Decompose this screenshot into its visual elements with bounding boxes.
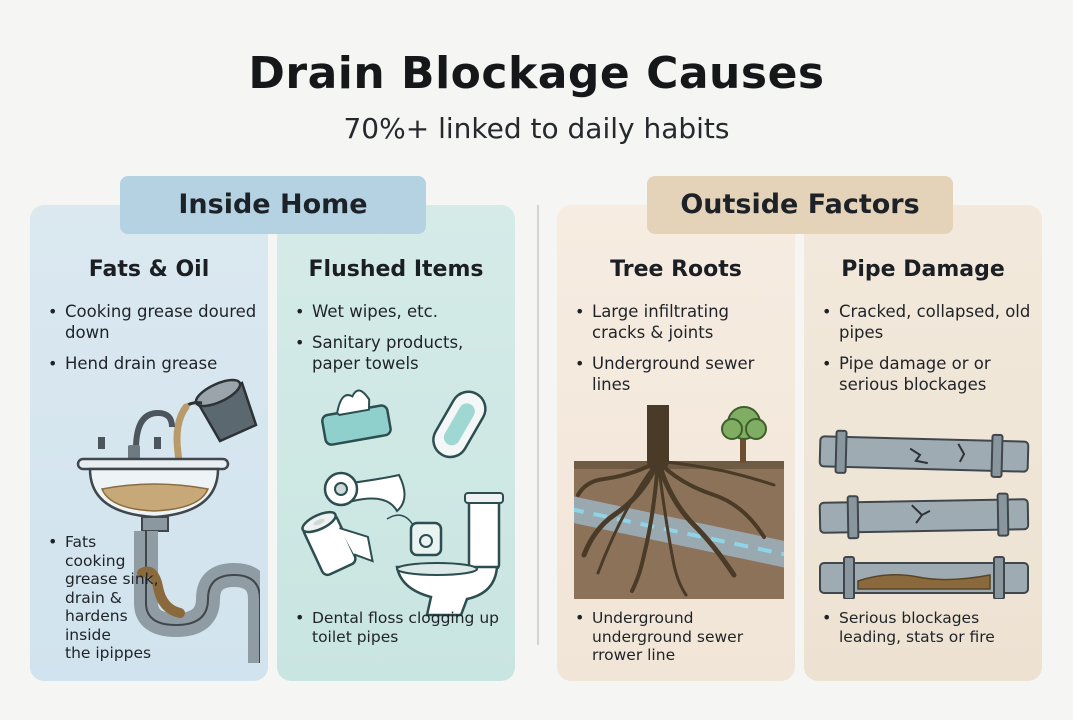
flushed-bottom-bullet-list: Dental floss clogging up toilet pipes bbox=[295, 609, 505, 656]
pipe-bottom-bullet: Serious blockages leading, stats or fire bbox=[822, 609, 1032, 646]
roots-bullet: Large infiltrating cracks & joints bbox=[575, 301, 785, 343]
fats-bottom-bullet: Fats cooking grease sink, drain & harden… bbox=[48, 533, 160, 663]
fats-bullet: Cooking grease doured down bbox=[48, 301, 258, 343]
flushed-bottom-bullet: Dental floss clogging up toilet pipes bbox=[295, 609, 505, 646]
flushed-bullet-list: Wet wipes, etc. Sanitary products, paper… bbox=[295, 301, 505, 384]
roots-bottom-bullet-list: Underground underground sewer rrower lin… bbox=[575, 609, 785, 675]
fats-oil-card: Fats & Oil Cooking grease doured down He… bbox=[30, 205, 268, 681]
tree-icon bbox=[721, 406, 767, 463]
inside-home-label: Inside Home bbox=[120, 176, 426, 234]
cracked-pipe bbox=[818, 429, 1030, 478]
pipe-bullet: Pipe damage or or serious blockages bbox=[822, 353, 1032, 395]
sanitary-pad-icon bbox=[432, 390, 487, 459]
pipe-bullet: Cracked, collapsed, old pipes bbox=[822, 301, 1032, 343]
pouring-pot-icon bbox=[180, 378, 258, 443]
tree-roots-card: Tree Roots Large infiltrating cracks & j… bbox=[557, 205, 795, 681]
collapsed-pipe bbox=[818, 492, 1030, 540]
roots-bullet: Underground sewer lines bbox=[575, 353, 785, 395]
section-divider bbox=[537, 205, 539, 645]
toilet-icon bbox=[395, 492, 504, 617]
roots-bullet-list: Large infiltrating cracks & joints Under… bbox=[575, 301, 785, 405]
pipe-damage-card: Pipe Damage Cracked, collapsed, old pipe… bbox=[804, 205, 1042, 681]
blocked-pipe bbox=[819, 556, 1029, 599]
page-title: Drain Blockage Causes bbox=[248, 48, 825, 99]
outside-factors-label: Outside Factors bbox=[647, 176, 953, 234]
dental-floss-icon bbox=[386, 514, 443, 557]
card-title-pipe: Pipe Damage bbox=[841, 257, 1005, 282]
sink-icon bbox=[76, 409, 230, 519]
toilet-paper-icon bbox=[323, 471, 406, 513]
flushed-bullet: Wet wipes, etc. bbox=[295, 301, 505, 322]
fats-bottom-bullet-list: Fats cooking grease sink, drain & harden… bbox=[48, 533, 160, 673]
flushed-bullet: Sanitary products, paper towels bbox=[295, 332, 505, 374]
tree-roots-illustration bbox=[574, 405, 784, 599]
flushed-items-card: Flushed Items Wet wipes, etc. Sanitary p… bbox=[277, 205, 515, 681]
flushed-items-illustration bbox=[301, 389, 504, 617]
toilet-paper-icon bbox=[301, 510, 374, 577]
fats-bullet: Hend drain grease bbox=[48, 353, 258, 374]
damaged-pipes-icon bbox=[818, 429, 1030, 599]
card-title-roots: Tree Roots bbox=[610, 257, 742, 282]
roots-bottom-bullet: Underground underground sewer rrower lin… bbox=[575, 609, 785, 665]
pipe-bullet-list: Cracked, collapsed, old pipes Pipe damag… bbox=[822, 301, 1032, 405]
pipe-segment bbox=[574, 496, 784, 568]
wet-wipes-icon bbox=[321, 389, 392, 446]
card-title-fats: Fats & Oil bbox=[88, 257, 210, 282]
pipe-bottom-bullet-list: Serious blockages leading, stats or fire bbox=[822, 609, 1032, 656]
fats-bullet-list: Cooking grease doured down Hend drain gr… bbox=[48, 301, 258, 384]
page-subtitle: 70%+ linked to daily habits bbox=[343, 112, 730, 145]
card-title-flushed: Flushed Items bbox=[308, 257, 484, 282]
tree-roots-icon bbox=[576, 405, 776, 597]
